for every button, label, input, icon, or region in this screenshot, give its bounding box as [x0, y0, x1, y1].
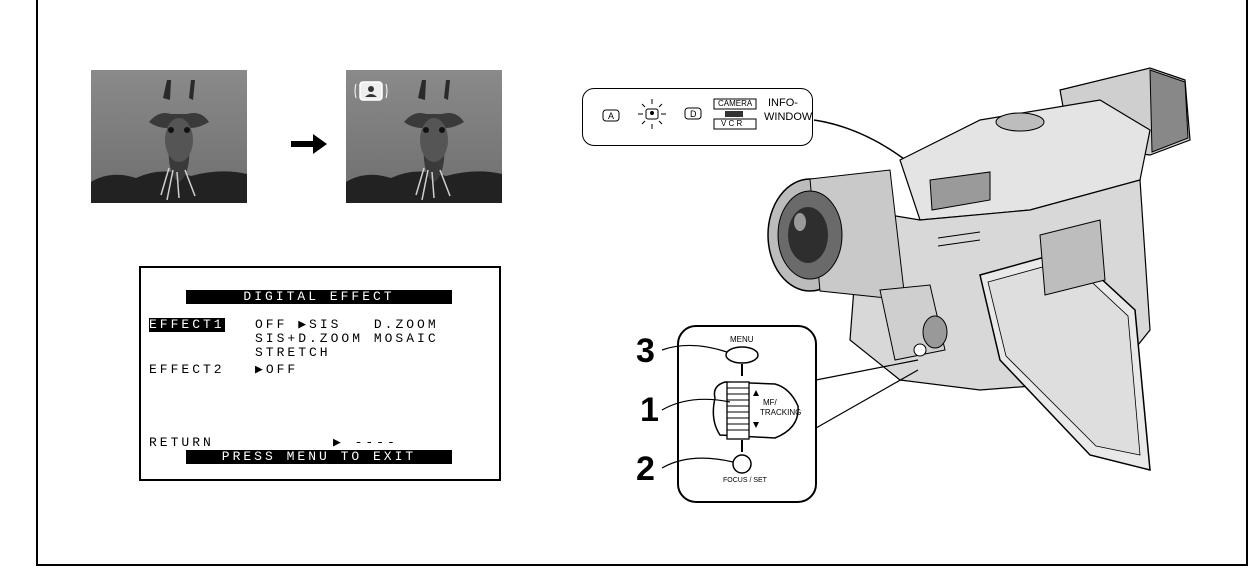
return-value: ▶ ---- [333, 436, 398, 450]
effect2-value: ▶OFF [255, 363, 298, 377]
mf-label: MF/ [763, 398, 777, 407]
effect1-options-line3: STRETCH [255, 346, 331, 360]
digital-effect-menu-screen: DIGITAL EFFECT EFFECT1 OFF ▶SIS D.ZOOM S… [139, 266, 501, 481]
menu-title: DIGITAL EFFECT [186, 290, 452, 304]
mode-a-label: A [608, 110, 614, 122]
return-label: RETURN [149, 436, 214, 450]
sis-icon [355, 82, 387, 100]
menu-button [726, 347, 758, 363]
photo-after [346, 70, 502, 203]
menu-button-label: MENU [730, 334, 754, 346]
callout-2: 2 [636, 452, 655, 486]
effect1-options-line1: OFF ▶SIS D.ZOOM [255, 318, 439, 332]
callout-3: 3 [636, 334, 655, 368]
focus-set-label: FOCUS / SET [723, 477, 767, 485]
focus-set-button [733, 455, 751, 473]
effect1-label: EFFECT1 [149, 318, 225, 332]
callout-1: 1 [640, 393, 659, 427]
photo-before [91, 70, 247, 203]
right-arrow-icon [289, 132, 329, 156]
menu-footer: PRESS MENU TO EXIT [186, 450, 452, 464]
tracking-label: TRACKING [760, 408, 801, 417]
effect2-label: EFFECT2 [149, 363, 225, 377]
effect1-options-line2: SIS+D.ZOOM MOSAIC [255, 332, 439, 346]
